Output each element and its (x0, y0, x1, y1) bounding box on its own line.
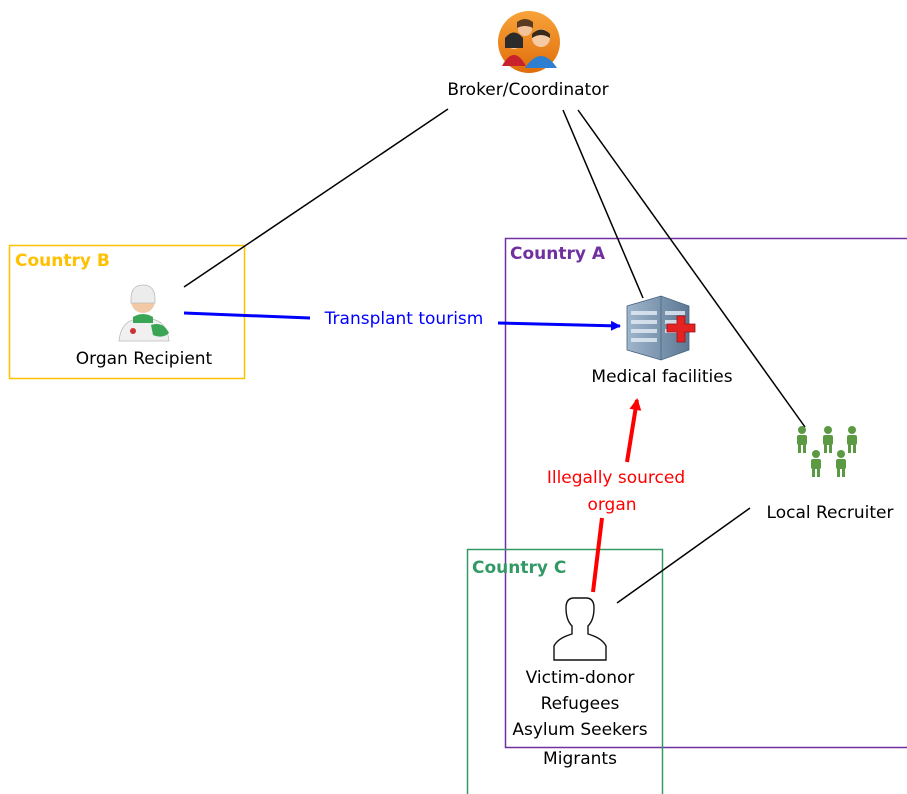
people-group-icon (498, 11, 560, 73)
illegal-organ-arrow-seg2 (625, 398, 642, 463)
edge-broker-recipient (183, 108, 449, 288)
country-a-box (504, 237, 907, 749)
country-a-label: Country A (510, 244, 606, 264)
illegal-organ-label-line2: organ (587, 495, 637, 515)
hospital-icon (626, 295, 696, 361)
medical-label: Medical facilities (591, 367, 733, 387)
country-c-box (466, 548, 664, 794)
broker-label: Broker/Coordinator (447, 80, 609, 100)
transplant-tourism-label: Transplant tourism (324, 309, 484, 329)
victim-label-line: Victim-donor (525, 668, 635, 688)
country-b-label: Country B (15, 251, 110, 271)
person-outline-icon (553, 597, 607, 661)
country-c-label: Country C (472, 558, 567, 578)
transplant-tourism-arrow-seg2 (497, 320, 621, 331)
edge-broker-medical (562, 109, 644, 299)
illegal-organ-arrow-seg1 (591, 517, 604, 593)
country-b-box (8, 244, 246, 380)
edge-broker-recruiter (577, 109, 806, 428)
victim-label-line: Refugees (540, 694, 620, 714)
recruiter-label: Local Recruiter (766, 503, 894, 523)
illegal-organ-label-line1: Illegally sourced (546, 468, 686, 488)
edge-victim-recruiter (616, 507, 751, 604)
patient-icon (118, 284, 170, 342)
people-group-icon (797, 426, 857, 477)
transplant-tourism-arrow-seg1 (183, 311, 311, 320)
victim-label-line: Migrants (543, 749, 617, 769)
victim-label-line: Asylum Seekers (512, 720, 648, 740)
recipient-label: Organ Recipient (75, 349, 213, 369)
